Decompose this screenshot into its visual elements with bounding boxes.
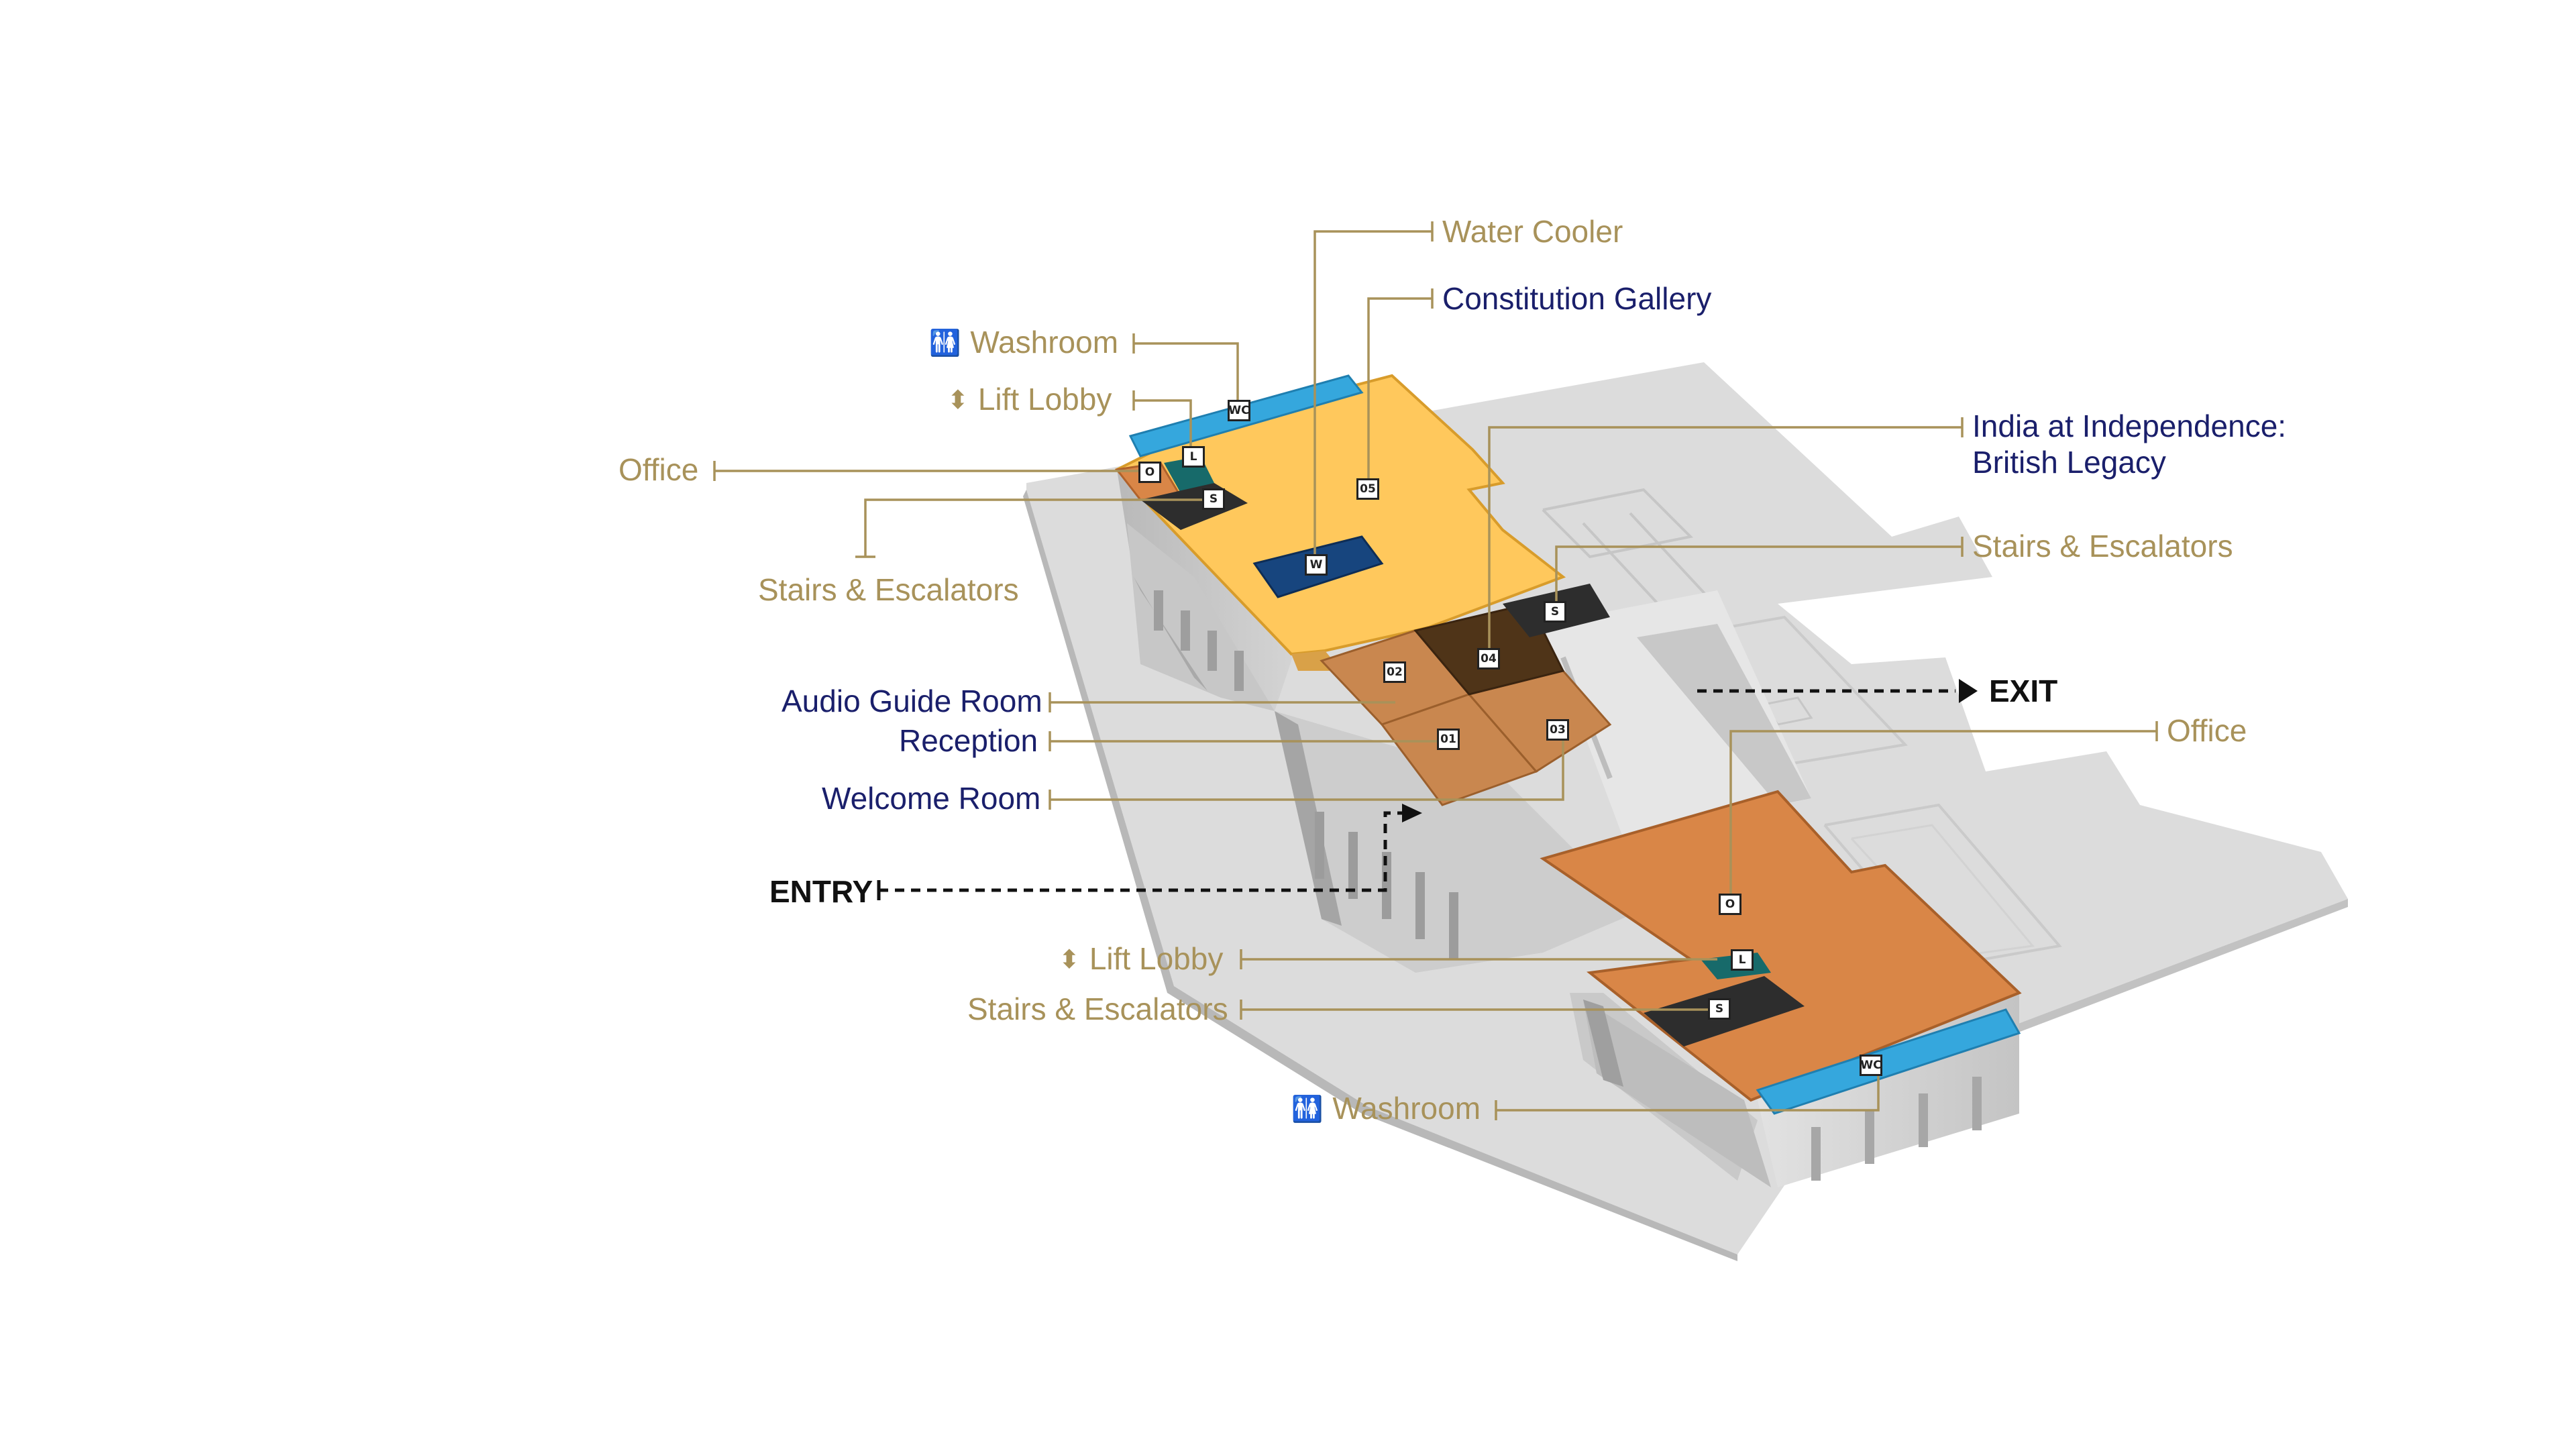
label-india-independence: India at Independence: British Legacy bbox=[1972, 409, 2287, 480]
central-block-walls bbox=[1275, 590, 1811, 973]
tag-lift-top: L bbox=[1182, 446, 1205, 468]
tag-wc-top: WC bbox=[1228, 400, 1250, 421]
label-stairs-right: Stairs & Escalators bbox=[1972, 529, 2233, 564]
tag-office-bottom: O bbox=[1719, 894, 1741, 915]
entry-arrowhead-icon bbox=[1402, 804, 1422, 822]
washroom-bottom-zone bbox=[1756, 1008, 2021, 1115]
tag-water-cooler: W bbox=[1305, 554, 1328, 576]
label-office-right: Office bbox=[2167, 713, 2247, 748]
washroom-icon: 🚻 bbox=[929, 329, 961, 358]
tag-lift-bottom: L bbox=[1731, 949, 1754, 971]
label-exit: EXIT bbox=[1989, 674, 2058, 708]
label-washroom-top: 🚻Washroom bbox=[929, 325, 1119, 360]
label-reception: Reception bbox=[899, 723, 1038, 758]
tag-stairs-right: S bbox=[1544, 601, 1566, 623]
tag-office-top: O bbox=[1138, 462, 1161, 483]
label-stairs-left: Stairs & Escalators bbox=[758, 572, 1019, 607]
tag-room-02: 02 bbox=[1383, 661, 1406, 683]
tag-room-04: 04 bbox=[1477, 648, 1500, 669]
tag-room-01: 01 bbox=[1437, 729, 1460, 750]
constitution-gallery-floor bbox=[1114, 374, 1566, 671]
label-welcome-room: Welcome Room bbox=[822, 781, 1041, 816]
label-office-left: Office bbox=[619, 452, 699, 487]
lift-updown-icon: ⬍ bbox=[1059, 946, 1080, 974]
label-water-cooler: Water Cooler bbox=[1442, 214, 1623, 249]
north-wing-walls bbox=[1117, 470, 1295, 711]
exit-arrowhead-icon bbox=[1959, 679, 1978, 703]
tag-room-05: 05 bbox=[1356, 478, 1379, 500]
leader-lines bbox=[713, 221, 2158, 1120]
tag-stairs-bottom: S bbox=[1708, 998, 1731, 1020]
label-lift-lobby-top: ⬍Lift Lobby bbox=[947, 382, 1112, 417]
tag-room-03: 03 bbox=[1546, 719, 1569, 741]
lift-updown-icon: ⬍ bbox=[947, 386, 969, 415]
label-constitution-gallery: Constitution Gallery bbox=[1442, 281, 1712, 316]
label-lift-lobby-bottom: ⬍Lift Lobby bbox=[1059, 941, 1224, 976]
label-audio-guide-room: Audio Guide Room bbox=[782, 684, 1042, 718]
tag-stairs-top: S bbox=[1202, 488, 1225, 510]
tag-wc-bottom: WC bbox=[1860, 1055, 1882, 1076]
label-washroom-bottom: 🚻Washroom bbox=[1291, 1091, 1481, 1126]
entry-exit-paths bbox=[877, 689, 1955, 900]
label-entry: ENTRY bbox=[769, 874, 873, 909]
washroom-icon: 🚻 bbox=[1291, 1095, 1324, 1124]
label-stairs-bottom: Stairs & Escalators bbox=[967, 991, 1228, 1026]
